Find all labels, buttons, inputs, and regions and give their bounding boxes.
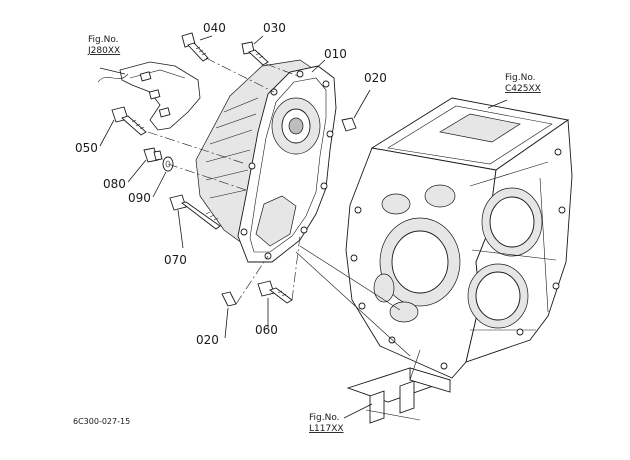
drawing-code: 6C300-027-15 (73, 417, 130, 426)
bolt-030 (241, 41, 269, 66)
fig-ref-number-j280xx: J280XX (87, 46, 120, 56)
leader-lines (99, 35, 508, 419)
plug-080 (143, 147, 163, 163)
part-label-030: 030 (263, 21, 286, 35)
fig-ref-number-c425xx: C425XX (505, 84, 541, 94)
part-label-090: 090 (128, 191, 151, 205)
fig-ref-label-j280xx: Fig.No. (88, 35, 119, 45)
pin-020-lower (221, 291, 237, 307)
part-label-070: 070 (164, 253, 187, 267)
part-label-020-upper: 020 (364, 71, 387, 85)
fig-ref-label-c425xx: Fig.No. (505, 73, 536, 83)
housing-010 (195, 59, 337, 263)
part-label-080: 080 (103, 177, 126, 191)
bolt-060 (257, 280, 293, 304)
ref-part-c425xx-case (345, 97, 573, 379)
bolt-070 (169, 194, 221, 230)
ref-part-j280xx-bracket (97, 61, 201, 131)
part-label-010: 010 (324, 47, 347, 61)
part-label-050: 050 (75, 141, 98, 155)
part-label-020-lower: 020 (196, 333, 219, 347)
part-label-060: 060 (255, 323, 278, 337)
ref-part-l117xx-bracket (346, 367, 452, 424)
bolt-040 (181, 32, 209, 62)
fig-ref-label-l117xx: Fig.No. (309, 413, 340, 423)
fig-ref-number-l117xx: L117XX (309, 424, 344, 434)
pin-020-upper (341, 117, 357, 132)
bolt-050 (111, 106, 147, 136)
part-label-040: 040 (203, 21, 226, 35)
